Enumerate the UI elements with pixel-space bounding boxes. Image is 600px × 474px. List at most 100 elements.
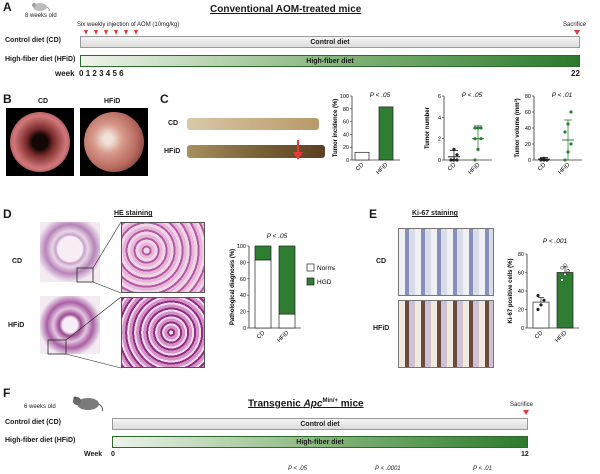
tumor-number-y-tick-label: 4	[438, 115, 441, 121]
he-cd-zoom	[121, 222, 205, 293]
hfid-row-label: High-fiber diet (HFiD)	[5, 56, 76, 63]
panel-a-title: Conventional AOM-treated mice	[210, 4, 362, 15]
ki67-point	[539, 303, 543, 307]
apc-sacrifice-arrow-icon	[523, 410, 529, 415]
week-end: 22	[571, 69, 580, 78]
ki67-point	[536, 307, 540, 312]
pathology-bar-hgd	[278, 245, 296, 315]
ki67-point	[542, 298, 546, 302]
endoscopy-cd-label: CD	[38, 98, 49, 105]
tumor-number-y-tick-label: 0	[438, 158, 441, 164]
tumor-volume-y-tick-label: 60	[525, 110, 531, 116]
cd-row-label: Control diet (CD)	[5, 37, 61, 44]
g-p-value-3: P < .01	[473, 466, 492, 472]
he-hfid-overview	[40, 296, 100, 354]
panel-label-b: B	[3, 92, 12, 106]
high-fiber-diet-bar: High-fiber diet	[80, 55, 580, 67]
ki67-point	[566, 269, 570, 273]
tumor-volume-y-axis-label: Tumor volume (mm³)	[514, 98, 521, 157]
panel-label-f: F	[3, 386, 11, 400]
he-cd-overview	[40, 222, 100, 282]
pathology-y-axis-label: Pathological diagnosis (%)	[230, 249, 236, 325]
legend-label-hgd: HGD	[317, 279, 332, 286]
ki67-x-tick-label: CD	[534, 330, 545, 341]
legend-label-normal: Normal	[317, 265, 335, 272]
endoscopy-hfid-label: HFiD	[104, 98, 121, 105]
panel-label-e: E	[369, 207, 378, 221]
he-hfid-label: HFiD	[8, 322, 25, 329]
pathology-bar-hgd	[254, 245, 272, 261]
ki67-cd-image	[398, 228, 494, 296]
incidence-x-tick-label: CD	[355, 162, 366, 173]
tumor-number-y-tick-label: 6	[438, 94, 441, 100]
tumor-volume-y-tick-label: 80	[525, 94, 531, 100]
tumor-number-x-tick-label: CD	[447, 162, 458, 173]
tumor-volume-point	[569, 142, 573, 146]
ki67-p-value: P < .001	[543, 238, 568, 245]
pathology-y-tick-label: 40	[240, 293, 246, 299]
tumor-number-point	[473, 158, 477, 162]
tumor-volume-p-value: P < .01	[552, 92, 573, 99]
week-ticks: 0 1 2 3 4 5 6	[79, 69, 124, 78]
ki67-point	[536, 293, 540, 298]
incidence-bar-cd	[354, 151, 370, 161]
g-p-value-1: P < .05	[288, 466, 307, 472]
tumor-volume-x-tick-label: HFiD	[558, 162, 572, 176]
ki67-y-tick-label: 60	[518, 271, 524, 277]
zoom-guides	[47, 222, 122, 369]
apc-mouse-icon	[73, 396, 104, 412]
tumor-volume-point	[569, 110, 573, 114]
incidence-y-tick-label: 100	[340, 94, 349, 100]
tumor-number-y-axis-label: Tumor number	[425, 106, 431, 149]
ki67-staining-title: Ki-67 staining	[412, 210, 458, 217]
tumor-volume-y-tick-label: 0	[528, 158, 531, 164]
ki67-y-tick-label: 20	[518, 308, 524, 314]
endoscopy-cd-image	[6, 108, 74, 176]
pathology-y-tick-label: 0	[243, 326, 246, 332]
apc-control-diet-bar: Control diet	[112, 418, 528, 430]
colon-hfid-label: HFiD	[164, 148, 181, 155]
incidence-y-tick-label: 20	[343, 145, 349, 151]
incidence-y-tick-label: 60	[343, 120, 349, 126]
incidence-y-tick-label: 0	[346, 158, 349, 164]
apc-age-label: 6 weeks old	[24, 404, 56, 410]
ki67-y-tick-label: 80	[518, 252, 524, 258]
tumor-arrow-icon	[293, 140, 303, 160]
mouse-icon	[32, 3, 50, 12]
injection-arrows	[84, 30, 138, 35]
tumor-number-point	[479, 126, 483, 130]
pathology-x-tick-label: HFiD	[277, 330, 291, 344]
panel-f-title: Transgenic ApcMin/+ mice	[248, 398, 364, 410]
ki67-point	[563, 263, 567, 267]
week-label: week	[55, 69, 75, 78]
colon-cd-label: CD	[168, 120, 179, 127]
ki67-point	[560, 266, 564, 270]
pathology-y-tick-label: 20	[240, 310, 246, 316]
ki67-x-tick-label: HFiD	[555, 330, 569, 344]
incidence-p-value: P < .05	[370, 92, 391, 99]
tumor-volume-y-tick-label: 20	[525, 142, 531, 148]
ki67-y-tick-label: 40	[518, 289, 524, 295]
tumor-number-y-tick-label: 2	[438, 137, 441, 143]
tumor-volume-x-tick-label: CD	[537, 162, 548, 173]
apc-week-start: 0	[111, 451, 115, 458]
incidence-bar-hfid	[378, 106, 394, 161]
pathology-y-tick-label: 100	[237, 244, 246, 250]
pathology-bar-normal	[278, 313, 296, 329]
legend-swatch-normal	[306, 263, 315, 272]
tumor-number-point	[473, 126, 477, 130]
tumor-number-point	[455, 158, 459, 162]
ki67-point	[563, 272, 567, 276]
ki67-y-axis-label: Ki-67 positive cells (%)	[508, 258, 514, 323]
endoscopy-hfid-image	[80, 108, 148, 176]
ki67-y-tick-label: 0	[521, 326, 524, 332]
apc-week-end: 12	[521, 451, 529, 458]
apc-week-label: Week	[84, 451, 103, 458]
ki67-cd-label: CD	[376, 258, 387, 265]
he-cd-label: CD	[12, 258, 23, 265]
age-label: 8 weeks old	[25, 13, 57, 19]
sacrifice-arrow-icon	[574, 30, 580, 35]
ki67-bar-hfid	[556, 272, 574, 329]
legend-swatch-hgd	[306, 277, 315, 286]
